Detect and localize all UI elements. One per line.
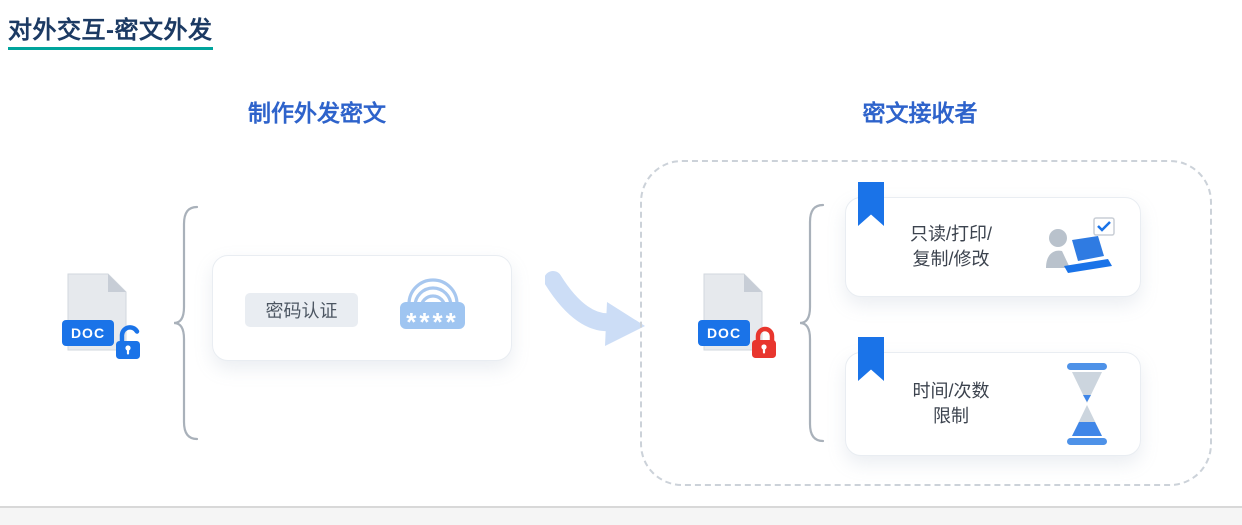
limits-line-2: 限制 (933, 406, 969, 426)
limits-text: 时间/次数 限制 (876, 353, 1026, 455)
recipient-container (640, 160, 1212, 486)
left-brace (173, 205, 199, 441)
doc-badge: DOC (62, 320, 114, 346)
lock-icon (752, 326, 776, 358)
permissions-line-1: 只读/打印/ (909, 224, 992, 244)
right-brace (799, 203, 825, 443)
encrypted-document: DOC (698, 272, 784, 364)
flow-arrow-icon (545, 271, 645, 346)
limits-card: 时间/次数 限制 (845, 337, 1141, 456)
footer-strip (0, 508, 1242, 525)
bottom-divider (0, 506, 1242, 508)
password-auth-button: 密码认证 (245, 293, 358, 327)
source-document: DOC (62, 272, 148, 364)
right-section-header: 密文接收者 (862, 100, 978, 126)
user-laptop-icon (1046, 217, 1115, 273)
password-mask: **** (400, 302, 465, 329)
hourglass-icon (1067, 363, 1107, 445)
doc-badge: DOC (698, 320, 750, 346)
left-section-header: 制作外发密文 (248, 100, 386, 126)
page-title: 对外交互-密文外发 (8, 10, 213, 50)
permissions-line-2: 复制/修改 (912, 249, 990, 269)
unlock-icon (116, 325, 140, 359)
permissions-card: 只读/打印/ 复制/修改 (845, 182, 1141, 297)
permissions-text: 只读/打印/ 复制/修改 (876, 198, 1026, 296)
limits-line-1: 时间/次数 (912, 381, 990, 401)
auth-card: 密码认证 **** (212, 255, 512, 361)
